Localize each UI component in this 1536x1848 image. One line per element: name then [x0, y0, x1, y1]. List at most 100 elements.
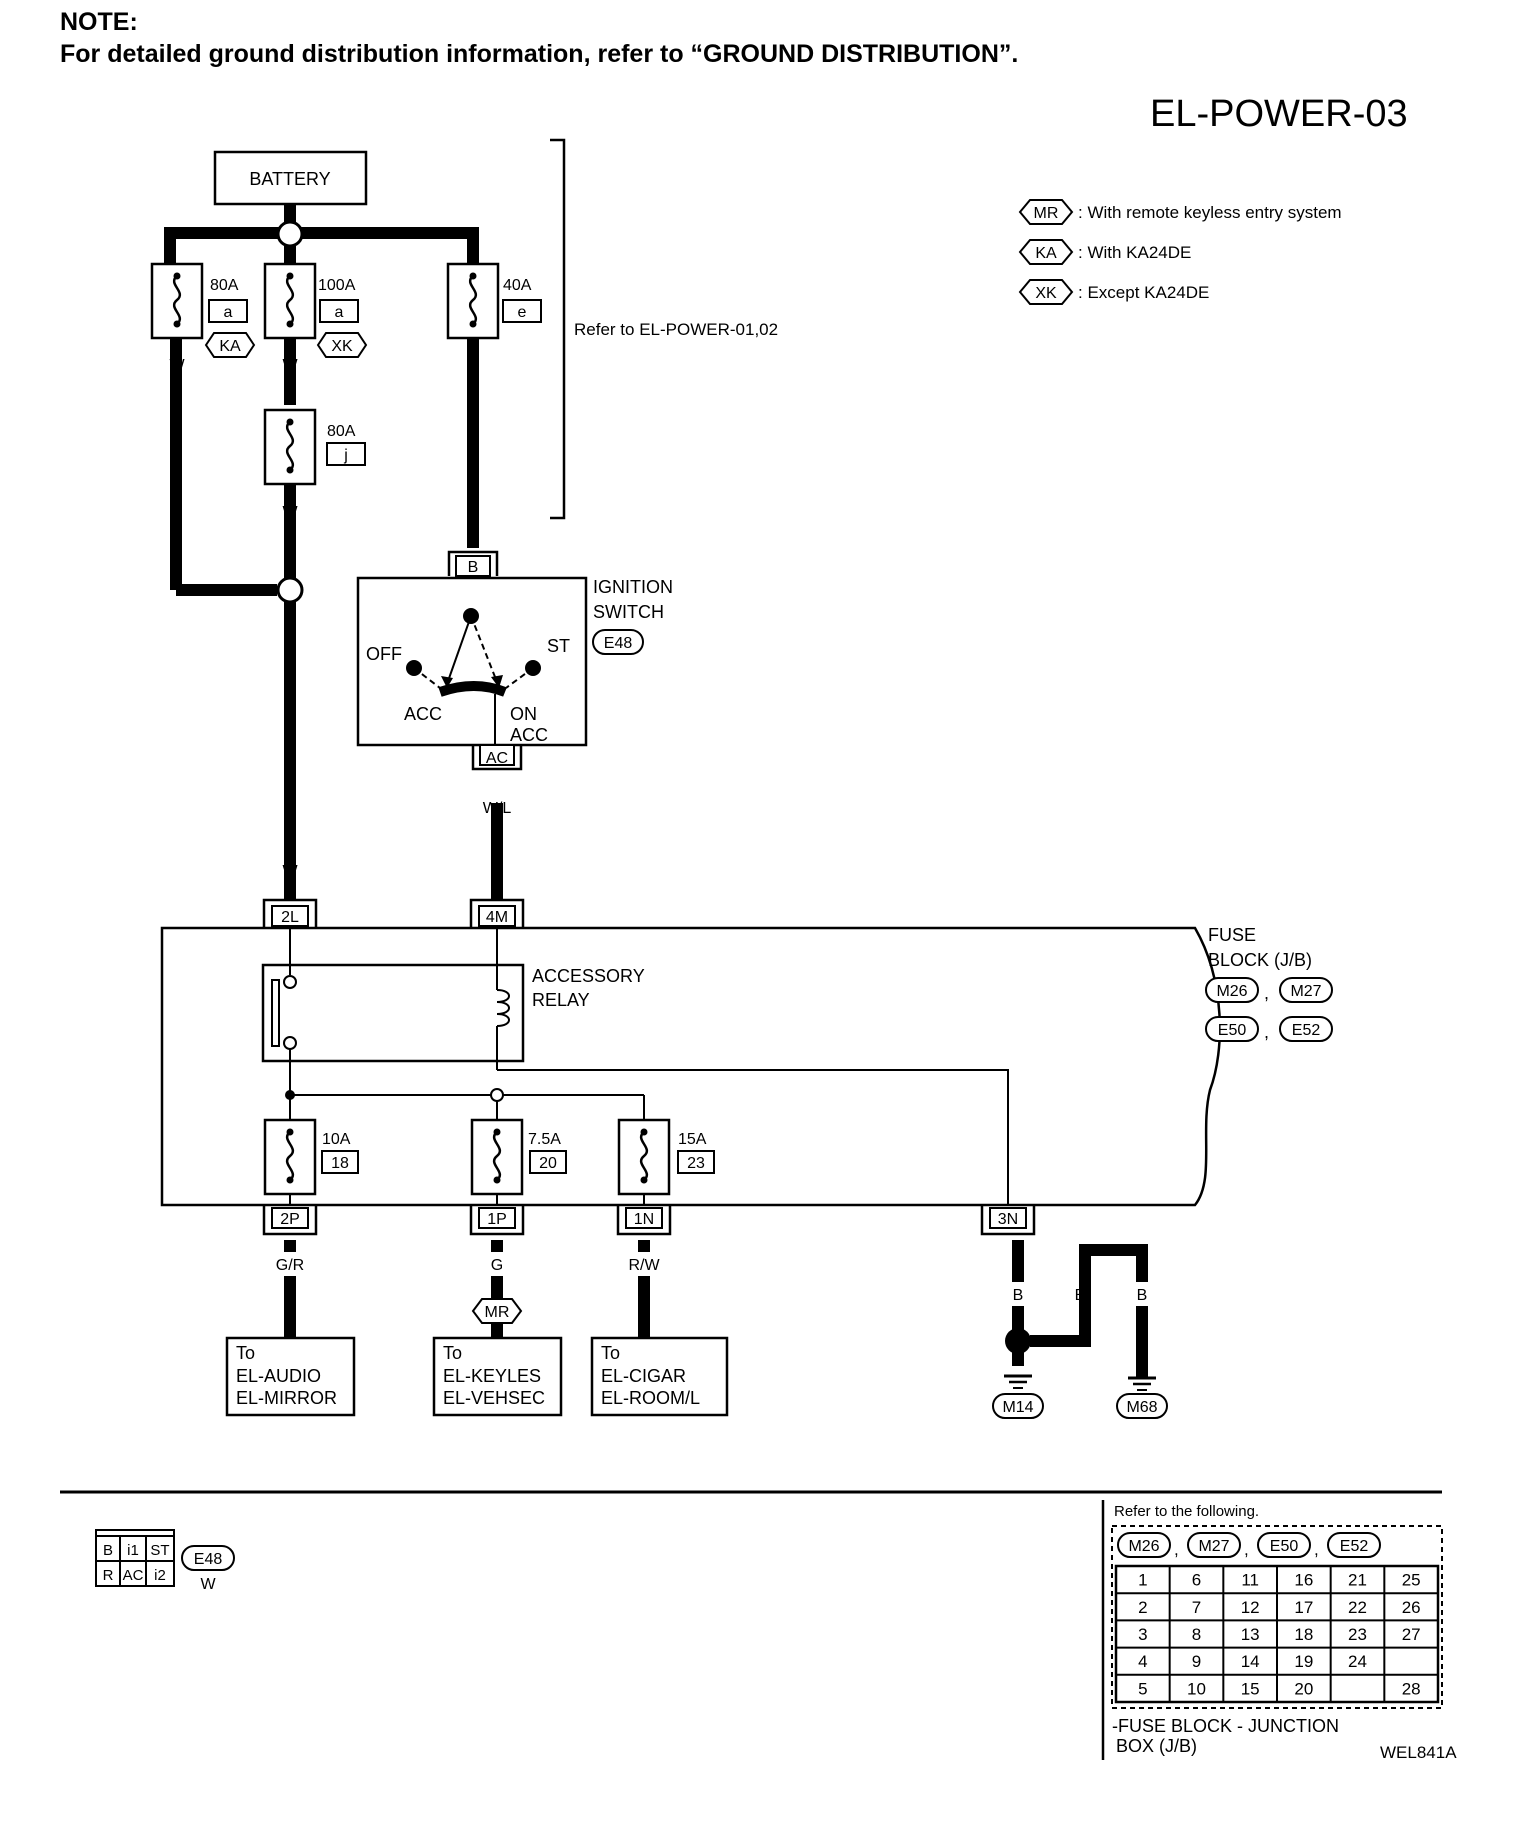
- destination-cigar: To EL-CIGAR EL-ROOM/L: [590, 1336, 729, 1417]
- diagram-id: EL-POWER-03: [1150, 93, 1408, 135]
- junction-pin-2: 2: [1138, 1598, 1147, 1617]
- junction-pin-24: 24: [1348, 1652, 1367, 1671]
- mr-tag-label: MR: [485, 1304, 510, 1321]
- fuse-block-connector-3: E50: [1218, 1022, 1247, 1039]
- ignition-terminal-b: B: [468, 559, 479, 576]
- fuse-20-number: 20: [539, 1155, 557, 1172]
- legend-text-1: : With remote keyless entry system: [1078, 203, 1342, 222]
- junction-pin-21: 21: [1348, 1571, 1367, 1590]
- fusible-link-3-wire: G: [467, 357, 479, 374]
- junction-pin-22: 22: [1348, 1598, 1367, 1617]
- fusible-link-1: 80A a KA W: [150, 262, 256, 374]
- relay-line2: RELAY: [532, 990, 590, 1010]
- junction-reference: Refer to the following. M26 , M27 , E50 …: [1101, 1500, 1443, 1760]
- junction-dot-2: [490, 1088, 504, 1102]
- face-cell-5: AC: [123, 1567, 144, 1584]
- connector-1p: 1P: [469, 1205, 525, 1236]
- junction-caption-1: -FUSE BLOCK - JUNCTION: [1112, 1716, 1339, 1736]
- battery-bus: [164, 204, 503, 900]
- fusible-link-4-wire: W: [282, 504, 298, 521]
- svg-text:,: ,: [1174, 1540, 1179, 1559]
- destination-audio: To EL-AUDIO EL-MIRROR: [225, 1336, 356, 1417]
- ignition-title-1: IGNITION: [593, 577, 673, 597]
- fusible-link-2-variant: XK: [331, 338, 353, 355]
- destination-cigar-1: To: [601, 1343, 620, 1363]
- junction-pin-7: 7: [1192, 1598, 1201, 1617]
- ignition-on: ON: [510, 704, 537, 724]
- connector-2p-label: 2P: [280, 1211, 300, 1228]
- fusible-link-1-code: a: [224, 304, 233, 321]
- legend: MR : With remote keyless entry system KA…: [1018, 199, 1342, 305]
- junction-pin-18: 18: [1294, 1625, 1313, 1644]
- junction-dot-1: [285, 1090, 295, 1100]
- svg-text:,: ,: [1244, 1540, 1249, 1559]
- junction-pin-9: 9: [1192, 1652, 1201, 1671]
- connector-face-e48: B i1 ST R AC i2 E48 W: [95, 1529, 235, 1593]
- figure-code: WEL841A: [1380, 1743, 1457, 1762]
- fuse-block-connector-4: E52: [1292, 1022, 1321, 1039]
- junction-pin-11: 11: [1241, 1571, 1259, 1590]
- note-text: For detailed ground distribution informa…: [60, 40, 1019, 68]
- fusible-link-1-rating: 80A: [210, 277, 239, 294]
- legend-text-2: : With KA24DE: [1078, 243, 1191, 262]
- fuse-block-connectors: M26 , M27 E50 , E52: [1205, 977, 1333, 1042]
- ignition-connector: E48: [604, 635, 633, 652]
- fuse-block-connector-2: M27: [1290, 983, 1321, 1000]
- variant-tag-ka: [204, 332, 256, 358]
- junction-pin-28: 28: [1402, 1679, 1421, 1698]
- splice-top: [276, 220, 304, 248]
- fuse-20: 7.5A 20: [470, 1118, 567, 1196]
- fusible-link-1-variant: KA: [219, 338, 241, 355]
- fusible-link-4-rating: 80A: [327, 423, 356, 440]
- wire-b-3: B: [1137, 1287, 1148, 1304]
- junction-pin-1: 1: [1138, 1571, 1147, 1590]
- connector-4m-label: 4M: [486, 909, 508, 926]
- ignition-title-2: SWITCH: [593, 602, 664, 622]
- connector-1n: 1N: [616, 1205, 672, 1236]
- connector-3n: 3N: [980, 1205, 1036, 1236]
- junction-pin-4: 4: [1138, 1652, 1147, 1671]
- connector-4m: 4M: [469, 898, 525, 928]
- destination-keyles-1: To: [443, 1343, 462, 1363]
- fuse-18-number: 18: [331, 1155, 349, 1172]
- wire-w-2l: W: [282, 863, 298, 880]
- variant-tag-xk: [316, 332, 368, 358]
- junction-pin-26: 26: [1402, 1598, 1421, 1617]
- face-cell-4: R: [103, 1567, 114, 1584]
- fuse-18: 10A 18: [263, 1118, 359, 1196]
- svg-text:,: ,: [1314, 1540, 1319, 1559]
- fusible-link-2: 100A a XK W: [263, 262, 368, 374]
- fusible-link-2-wire: W: [282, 357, 298, 374]
- connector-2l-label: 2L: [281, 909, 299, 926]
- junction-pin-8: 8: [1192, 1625, 1201, 1644]
- face-cell-1: B: [103, 1542, 113, 1559]
- destination-cigar-2: EL-CIGAR: [601, 1366, 686, 1386]
- wire-wl: W/L: [483, 800, 512, 817]
- junction-caption-2: BOX (J/B): [1116, 1736, 1197, 1756]
- relay-line1: ACCESSORY: [532, 966, 645, 986]
- junction-connector-1: M26: [1128, 1538, 1159, 1555]
- svg-text:,: ,: [1264, 983, 1269, 1003]
- connector-2l: 2L: [262, 898, 318, 928]
- fuse-block-connector-1: M26: [1216, 983, 1247, 1000]
- legend-text-3: : Except KA24DE: [1078, 283, 1209, 302]
- face-cell-6: i2: [154, 1567, 166, 1584]
- face-color: W: [200, 1576, 216, 1593]
- fuse-20-rating: 7.5A: [528, 1131, 561, 1148]
- junction-pin-19: 19: [1294, 1652, 1313, 1671]
- fusible-link-4: 80A j W: [263, 408, 366, 521]
- fusible-link-2-code: a: [335, 304, 344, 321]
- junction-pin-5: 5: [1138, 1679, 1147, 1698]
- refer-text: Refer to EL-POWER-01,02: [574, 320, 778, 339]
- destination-keyles: To EL-KEYLES EL-VEHSEC: [432, 1336, 563, 1417]
- junction-pin-12: 12: [1241, 1598, 1260, 1617]
- junction-pin-6: 6: [1192, 1571, 1201, 1590]
- junction-connector-3: E50: [1270, 1538, 1299, 1555]
- junction-pin-27: 27: [1402, 1625, 1421, 1644]
- legend-tag-2: KA: [1035, 245, 1057, 262]
- destination-audio-3: EL-MIRROR: [236, 1388, 337, 1408]
- battery-label: BATTERY: [249, 169, 330, 189]
- wire-gr: G/R: [276, 1257, 304, 1274]
